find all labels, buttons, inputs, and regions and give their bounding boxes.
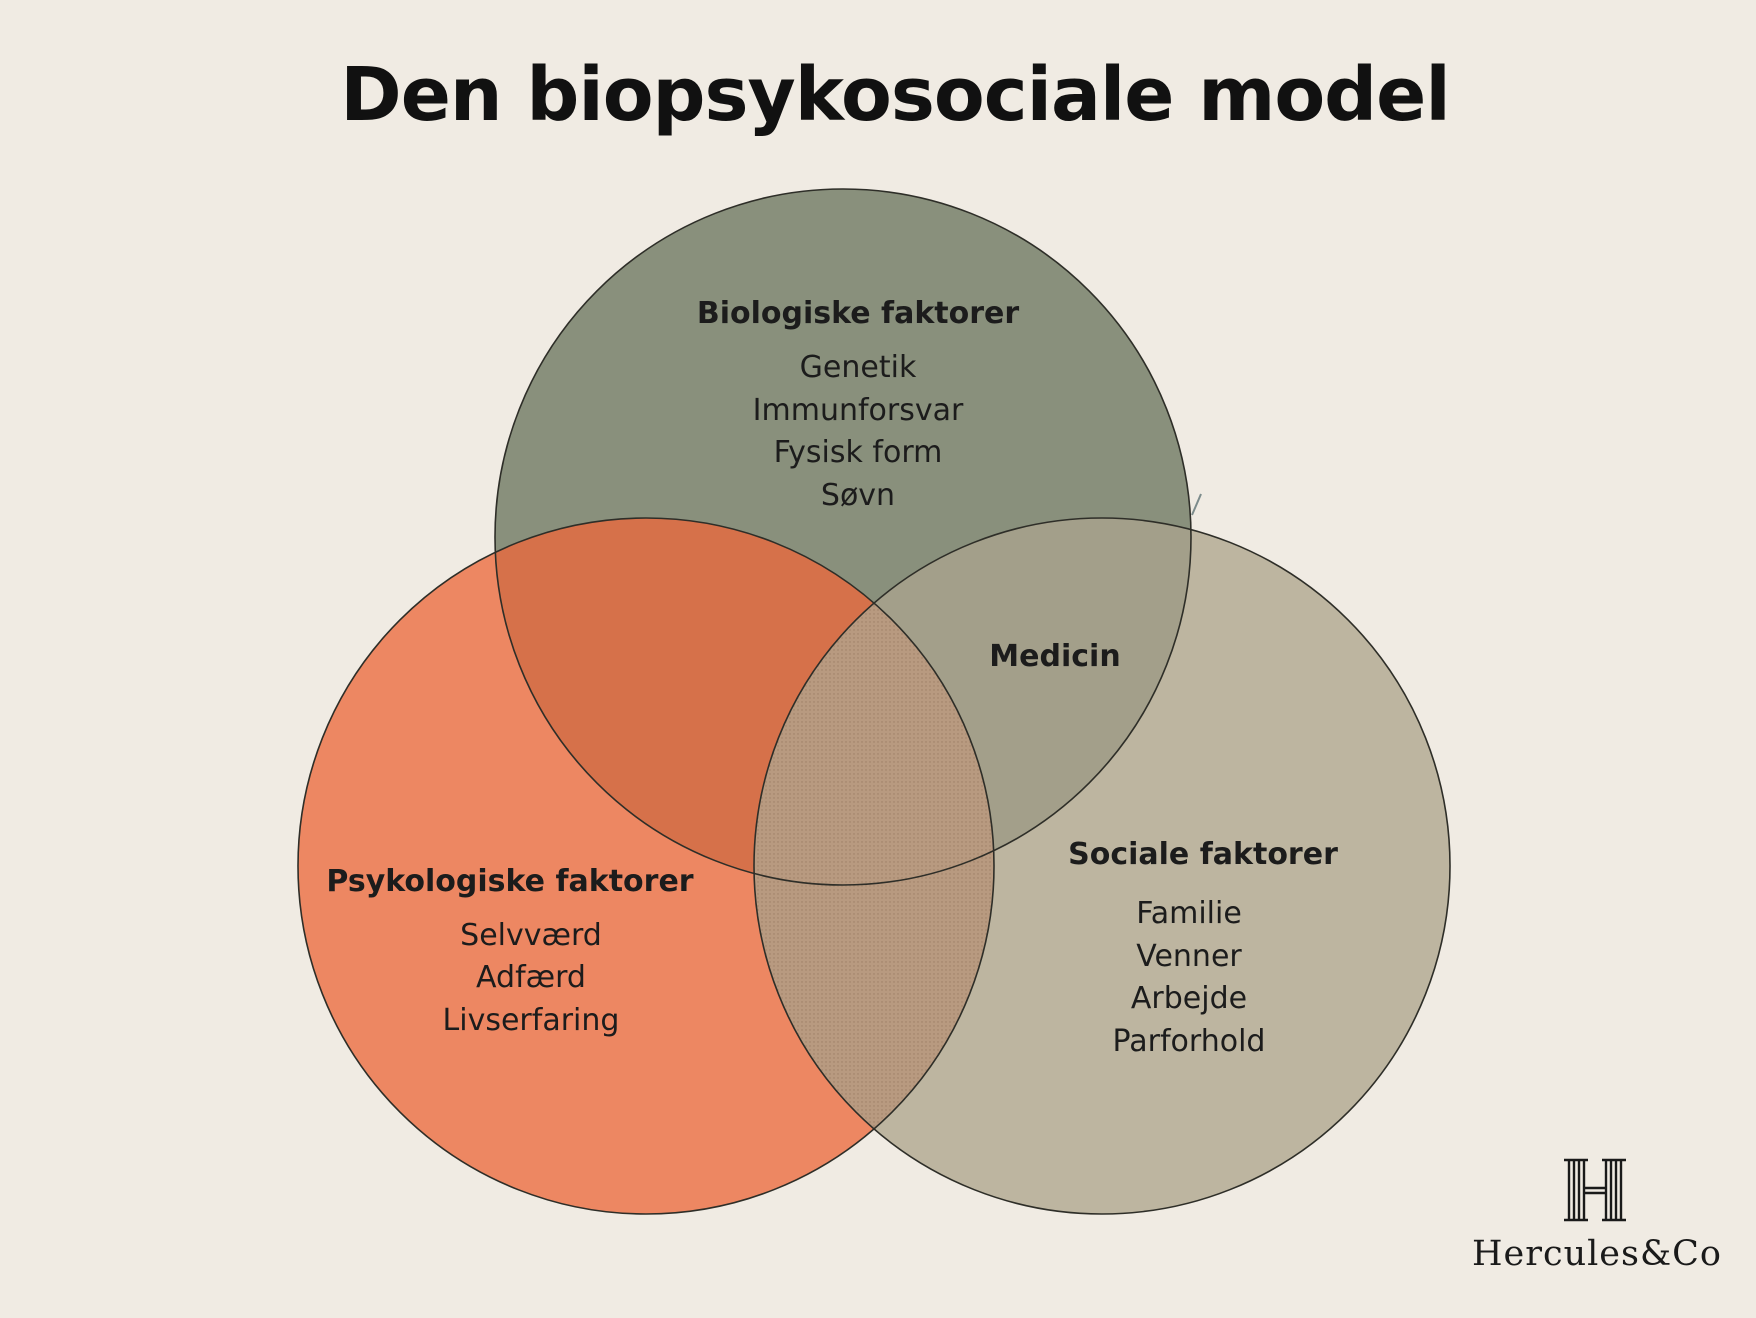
biological-item: Immunforsvar [753, 393, 964, 428]
social-heading: Sociale faktorer [1068, 837, 1338, 872]
psychological-item: Adfærd [476, 960, 586, 995]
medicin-label: Medicin [989, 639, 1120, 674]
logo-text: Hercules&Co [1472, 1234, 1722, 1274]
psych-social-overlap [754, 518, 994, 1214]
social-item: Arbejde [1131, 981, 1247, 1016]
decorative-tick [1191, 493, 1202, 516]
biological-circle-outline [494, 188, 1192, 886]
biological-item: Fysisk form [774, 435, 943, 470]
psychological-item: Selvværd [460, 918, 602, 953]
psychological-item: Livserfaring [443, 1003, 620, 1038]
psychological-heading: Psykologiske faktorer [326, 864, 693, 899]
biological-item: Genetik [800, 350, 917, 385]
psychological-circle-outline [297, 517, 995, 1215]
hercules-h-logo-icon [1564, 1158, 1626, 1222]
social-circle-outline [753, 517, 1451, 1215]
hercules-logo: Hercules&Co [1462, 1150, 1732, 1290]
biological-heading: Biologiske faktorer [697, 296, 1020, 331]
social-item: Venner [1136, 939, 1242, 974]
biological-item: Søvn [821, 478, 895, 513]
social-item: Familie [1136, 896, 1242, 931]
social-item: Parforhold [1113, 1024, 1266, 1059]
page-title: Den biopsykosociale model [340, 52, 1450, 138]
